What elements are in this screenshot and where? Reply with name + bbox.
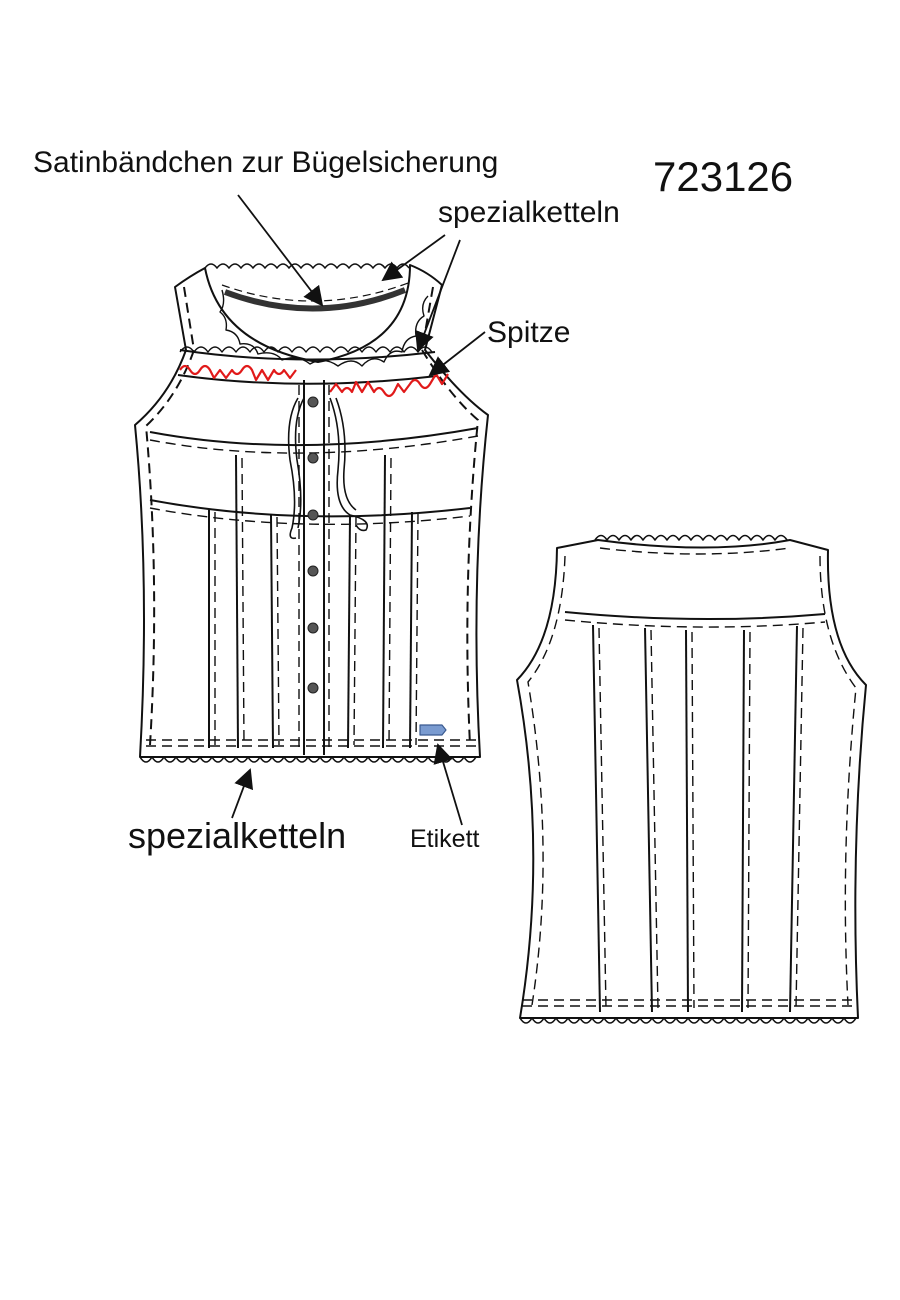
label-tag-icon [419,724,447,736]
lace-label: Spitze [487,316,571,349]
drawstring-right-inner [335,397,357,511]
back-panel-stitch-1 [598,627,607,1009]
front-view [134,263,489,763]
satin-ribbon [223,287,407,312]
yoke-top-line [179,349,436,361]
front-panel-stitch-3 [276,516,280,746]
back-panel-stitch-5 [795,627,804,1009]
satin-ribbon-label: Satinbändchen zur Bügelsicherung [33,146,499,179]
drawstring-right [329,397,369,532]
back-panel-stitch-2 [650,629,659,1009]
back-panel-seam-2 [644,627,653,1013]
yoke-bottom-line [177,374,438,385]
waist-stitch [149,507,471,525]
red-lace-trim-left [179,364,297,382]
button-icon [307,396,319,408]
front-panel-stitch-6 [415,513,419,746]
back-panel-seam-1 [592,624,601,1013]
button-icon [307,452,319,464]
chest-seam-upper [149,427,479,447]
front-panel-seam-3 [270,514,274,749]
front-panel-seam-6 [409,511,413,749]
front-outline [134,264,489,758]
article-number: 723126 [653,153,794,200]
button-icon [307,509,319,521]
front-hem-ruffle [139,756,477,763]
back-neck-ruffle [594,534,788,541]
lace-scallop-top [179,346,433,353]
back-yoke-stitch [564,619,826,628]
arrow-icon [433,743,463,826]
neckline-inner-ruffle [219,289,429,367]
back-armhole-stitch-left [527,555,566,1006]
button-icon [307,565,319,577]
back-panel-seam-5 [789,625,798,1013]
armhole-stitching-left [145,286,195,746]
back-outline [516,539,867,1019]
label-tag-label: Etikett [410,825,480,853]
red-lace-trim-right [329,372,449,398]
back-panel-seam-3 [685,629,689,1013]
back-yoke-seam [564,611,826,621]
chest-stitch-upper [149,435,479,454]
armhole-stitching-right [421,286,479,746]
neckline-ruffle [204,263,410,269]
drawstring-left-inner [294,397,305,529]
drawstring-left [287,397,299,540]
front-buttons [307,396,319,694]
front-panel-seam-5 [382,454,386,749]
back-armhole-stitch-right [819,555,857,1006]
back-hem-ruffle [519,1017,857,1024]
front-panel-seam-2 [235,454,239,749]
front-panel-stitch-5 [388,457,392,746]
back-panel-seam-4 [741,629,745,1013]
chain-stitch-label-bottom: spezialketteln [128,815,347,856]
callout-arrows [231,194,486,826]
back-neck-stitch [599,547,791,555]
arrow-icon [231,768,254,819]
back-panel-stitch-4 [747,631,751,1009]
waist-seam [149,499,471,518]
front-panel-stitch-2 [241,457,245,746]
back-panel-stitch-3 [691,631,695,1009]
button-icon [307,682,319,694]
arrow-icon [428,331,486,377]
chain-stitch-label-top: spezialketteln [438,196,620,229]
arrow-icon [415,239,461,352]
arrow-icon [381,234,446,282]
front-panel-stitch-4 [353,516,357,746]
button-icon [307,622,319,634]
arrow-icon [237,194,324,307]
back-view [516,534,867,1024]
front-panel-seam-4 [347,514,351,749]
